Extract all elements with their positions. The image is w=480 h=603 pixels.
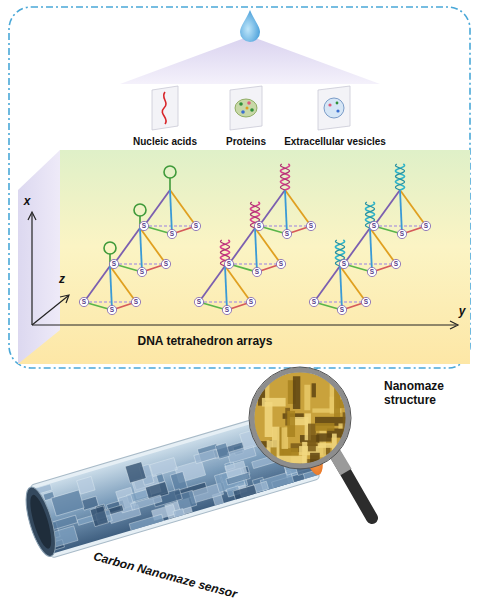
vertex-label: S: [134, 298, 138, 305]
vertex-label: S: [142, 222, 146, 229]
nucleic-acid-card: [152, 86, 178, 130]
text-label: Carbon Nanomaze sensor: [92, 550, 239, 602]
axes: [28, 212, 458, 329]
text-label: z: [59, 273, 65, 287]
text-label: Extracellular vesicles: [284, 136, 386, 148]
vertex-label: S: [364, 298, 368, 305]
vesicle-card: [318, 86, 350, 130]
vertex-label: S: [312, 298, 316, 305]
vertex-label: S: [194, 222, 198, 229]
vertex-label: S: [372, 222, 376, 229]
tetrahedron-array: [79, 164, 430, 315]
vertex-label: S: [225, 306, 229, 313]
vertex-label: S: [112, 260, 116, 267]
text-label: Proteins: [226, 136, 266, 148]
vertex-label: S: [370, 268, 374, 275]
vertex-label: S: [82, 298, 86, 305]
vertex-label: S: [164, 260, 168, 267]
vertex-label: S: [110, 306, 114, 313]
vertex-label: S: [340, 306, 344, 313]
array-floor: [18, 150, 470, 364]
vertex-label: S: [394, 260, 398, 267]
vertex-label: S: [227, 260, 231, 267]
vertex-label: S: [257, 222, 261, 229]
text-label: x: [24, 195, 31, 209]
vertex-label: S: [285, 230, 289, 237]
vertex-label: S: [309, 222, 313, 229]
text-label: DNA tetrahedron arrays: [138, 335, 273, 349]
vertex-label: S: [400, 230, 404, 237]
vertex-label: S: [342, 260, 346, 267]
vertex-label: S: [170, 230, 174, 237]
dashed-panel: [9, 7, 470, 368]
magnifier: [249, 367, 372, 518]
vertex-label: S: [255, 268, 259, 275]
spread-triangle: [120, 36, 380, 84]
vertex-label: S: [249, 298, 253, 305]
text-label: Nucleic acids: [133, 136, 197, 148]
vertex-label: S: [424, 222, 428, 229]
vertex-label: S: [140, 268, 144, 275]
droplet: [240, 10, 260, 42]
carbon-cylinder: [19, 403, 331, 566]
vertex-label: S: [197, 298, 201, 305]
vertex-label: S: [279, 260, 283, 267]
text-label: Nanomaze structure: [384, 380, 464, 408]
array-wall: [18, 150, 60, 364]
text-label: y: [459, 305, 466, 319]
protein-card: [230, 86, 262, 130]
